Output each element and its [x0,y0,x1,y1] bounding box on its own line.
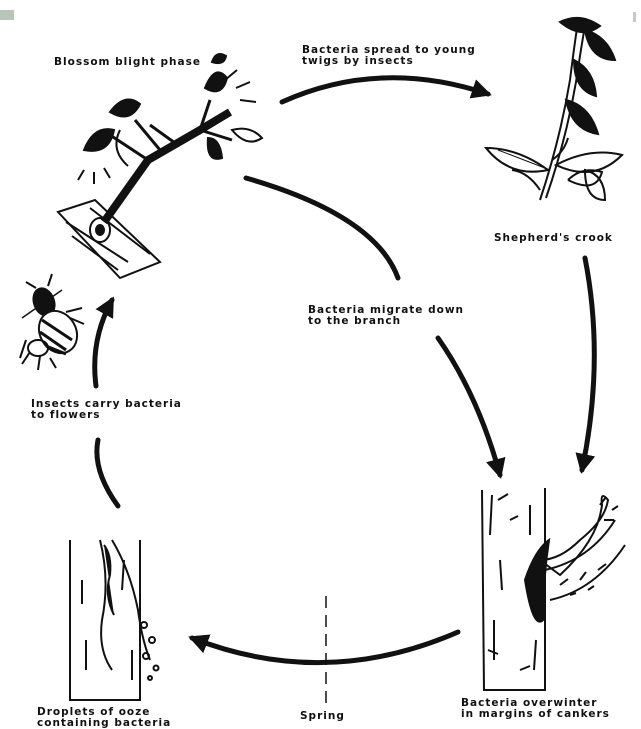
arrow-migrate-down-head [438,338,500,475]
label-insects-carry: Insects carry bacteria to flowers [31,399,182,421]
label-line: Blossom blight phase [54,57,201,68]
arrow-migrate-down [246,178,398,278]
insect-icon [20,274,85,370]
arrow-droplets-to-insects [97,440,118,506]
label-line: twigs by insects [302,56,476,67]
label-line: to flowers [31,410,182,421]
label-spring: Spring [300,711,345,722]
label-blossom-blight-phase: Blossom blight phase [54,57,201,68]
label-shepherds-crook: Shepherd's crook [494,233,613,244]
label-line: Spring [300,711,345,722]
label-droplets: Droplets of ooze containing bacteria [37,707,171,729]
label-line: in margins of cankers [461,709,610,720]
arrow-to-droplets [192,632,458,663]
label-line: containing bacteria [37,718,171,729]
label-line: to the branch [308,316,464,327]
oozing-trunk-icon [70,540,159,700]
label-line: Shepherd's crook [494,233,613,244]
label-migrate-down: Bacteria migrate down to the branch [308,305,464,327]
label-overwinter: Bacteria overwinter in margins of canker… [461,698,610,720]
arrow-to-shepherds-crook [282,78,488,102]
blossoming-twig-icon [58,54,262,278]
wilted-shoot-icon [486,18,622,200]
cankered-branch-icon [482,488,625,690]
arrow-to-canker [582,258,594,470]
arrow-insects-to-flowers [95,300,112,386]
label-spread-by-insects: Bacteria spread to young twigs by insect… [302,45,476,67]
